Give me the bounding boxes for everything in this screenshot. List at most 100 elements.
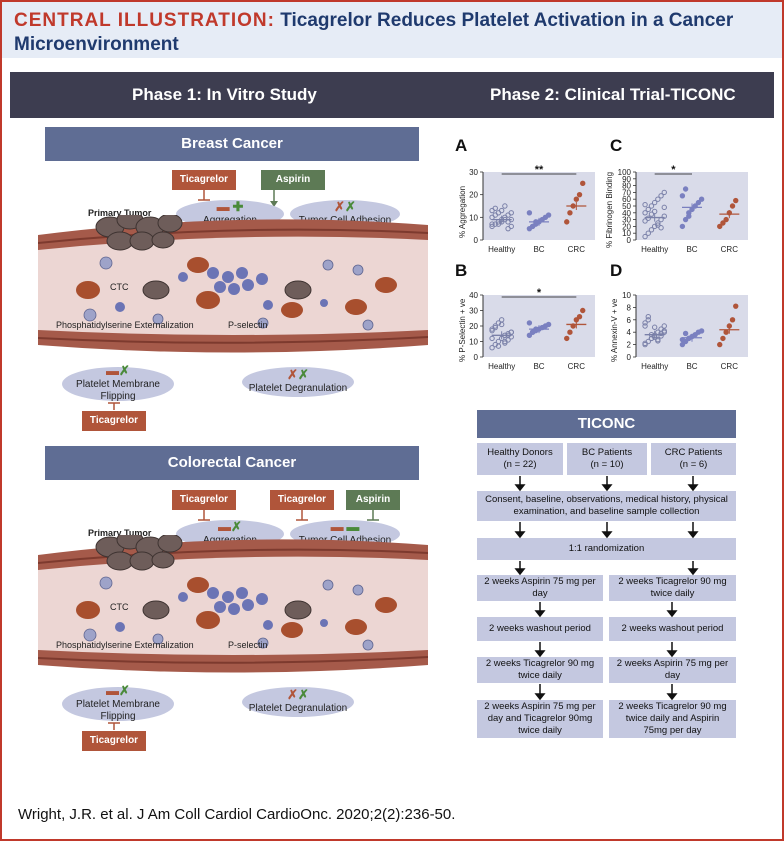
chart-b-point-1-0 (526, 332, 533, 338)
chart-c-point-0-7 (642, 210, 648, 216)
group-healthy-name: Healthy Donors (487, 447, 553, 458)
chart-c-sig-label: * (671, 164, 676, 176)
colorectal-ticagrelor-box-b: Ticagrelor (270, 490, 334, 510)
colorectal-ps-ext-label: Phosphatidylserine Externalization (56, 640, 194, 650)
chart-d-xtick-label-2: CRC (721, 362, 739, 371)
chart-c-point-0-15 (645, 215, 651, 221)
chart-c-point-0-14 (642, 218, 648, 224)
chart-d-point-2-1 (720, 335, 726, 342)
chart-c-ytick-label-4: 40 (622, 209, 631, 218)
chart-b-xtick-label-2: CRC (568, 362, 586, 371)
chart-d-point-0-6 (661, 323, 667, 329)
chart-b-ytick-label-2: 20 (469, 322, 478, 331)
panel-a-letter: A (455, 136, 468, 155)
group-healthy-box: Healthy Donors (n = 22) (477, 443, 563, 475)
chart-d-ytick-label-2: 4 (627, 328, 632, 337)
breast-degranulation-label: Platelet Degranulation (248, 383, 348, 394)
chart-d-point-0-15 (645, 314, 651, 320)
chart-c-xtick-label-1: BC (686, 245, 697, 254)
chart-a-point-0-17 (498, 207, 505, 214)
chart-c-point-0-1 (645, 230, 651, 236)
colorectal-cancer-header: Colorectal Cancer (45, 446, 419, 480)
panel-d-letter: D (610, 261, 623, 280)
chart-a-xtick-label-1: BC (533, 245, 544, 254)
chart-a-point-1-8 (529, 223, 536, 230)
colorectal-aspirin-box: Aspirin (346, 490, 400, 510)
chart-a-ytick-label-1: 10 (469, 213, 478, 222)
chart-c-point-2-1 (720, 220, 726, 226)
chart-a-point-2-0 (564, 219, 570, 225)
breast-degranulation-marks: ✗✗ (287, 367, 309, 382)
right-step-2: 2 weeks washout period (609, 617, 736, 641)
chart-b-point-0-21 (489, 335, 495, 342)
chart-d-point-0-14 (642, 340, 648, 347)
left-step-3: 2 weeks Ticagrelor 90 mg twice daily (477, 657, 603, 683)
breast-cancer-header: Breast Cancer (45, 127, 419, 161)
chart-a-point-0-13 (508, 223, 514, 230)
chart-c-ytick-label-0: 0 (627, 236, 632, 245)
chart-c-point-0-10 (651, 199, 658, 206)
chart-c-ytick-label-8: 80 (622, 182, 631, 191)
chart-d-point-1-6 (698, 328, 705, 334)
chart-a-ytick-label-0: 0 (474, 236, 479, 245)
phase-2-title: Phase 2: Clinical Trial-TICONC (490, 85, 736, 104)
breast-flipping-ellipse: ▬✗ Platelet Membrane Flipping (62, 363, 174, 402)
left-step-2: 2 weeks washout period (477, 617, 603, 641)
chart-b-point-2-1 (567, 329, 573, 335)
chart-a-point-1-6 (545, 212, 552, 218)
chart-b-point-1-7 (526, 320, 533, 326)
breast-aggregation-marks: ▬ ✚ (216, 199, 244, 214)
phase-1-title: Phase 1: In Vitro Study (132, 85, 317, 104)
group-crc-box: CRC Patients (n = 6) (651, 443, 736, 475)
chart-b-point-0-17 (498, 321, 505, 328)
colorectal-blood-vessel (38, 535, 428, 673)
chart-d-point-0-19 (658, 333, 664, 339)
group-healthy-n: (n = 22) (503, 459, 537, 470)
chart-c-point-0-9 (648, 203, 655, 209)
breast-flipping-marks: ▬✗ (106, 363, 130, 378)
breast-aspirin-box: Aspirin (261, 170, 325, 190)
colorectal-primary-tumor-label: Primary Tumor (88, 528, 152, 538)
figure-title: CENTRAL ILLUSTRATION: Ticagrelor Reduces… (14, 9, 754, 57)
chart-b-point-2-5 (580, 307, 586, 314)
left-step-1: 2 weeks Aspirin 75 mg per day (477, 575, 603, 601)
title-bar: CENTRAL ILLUSTRATION: Ticagrelor Reduces… (2, 2, 782, 58)
group-bc-box: BC Patients (n = 10) (567, 443, 647, 475)
colorectal-flipping-label: Platelet Membrane Flipping (76, 699, 160, 722)
randomization-box: 1:1 randomization (477, 538, 736, 560)
chart-b-ytick-label-4: 40 (469, 291, 478, 300)
breast-flipping-label: Platelet Membrane Flipping (76, 379, 160, 402)
breast-primary-tumor-label: Primary Tumor (88, 208, 152, 218)
chart-d-point-0-18 (655, 338, 661, 344)
chart-b-point-0-16 (495, 343, 502, 349)
chart-b-point-0-0 (489, 345, 495, 351)
chart-c-ytick-label-5: 50 (622, 202, 631, 211)
chart-d-point-0-9 (648, 335, 655, 342)
panel-b-letter: B (455, 261, 468, 280)
chart-c-point-0-8 (645, 206, 651, 213)
chart-b-point-1-6 (545, 321, 552, 328)
chart-c-ytick-label-1: 10 (622, 229, 631, 238)
group-crc-n: (n = 6) (679, 459, 708, 470)
chart-c-point-2-4 (729, 203, 736, 209)
chart-d-ytick-label-4: 8 (627, 303, 632, 312)
chart-c-point-0-20 (661, 204, 667, 211)
colorectal-pselectin-label: P-selectin (228, 640, 268, 650)
chart-c-point-0-3 (651, 223, 658, 230)
chart-c-point-0-18 (655, 222, 661, 228)
chart-a-sig-label: ** (535, 164, 544, 176)
chart-a-point-0-18 (502, 203, 508, 209)
chart-c-point-0-2 (648, 227, 655, 233)
chart-a-point-2-3 (573, 196, 580, 202)
breast-adhesion-marks: ✗✗ (334, 199, 356, 214)
chart-b-ytick-label-3: 30 (469, 307, 478, 316)
chart-b-ytick-label-0: 0 (474, 353, 479, 362)
chart-c-point-0-6 (661, 213, 667, 219)
chart-c-point-2-5 (733, 197, 739, 204)
chart-a-point-2-5 (580, 180, 586, 187)
chart-b-point-0-15 (492, 324, 498, 331)
